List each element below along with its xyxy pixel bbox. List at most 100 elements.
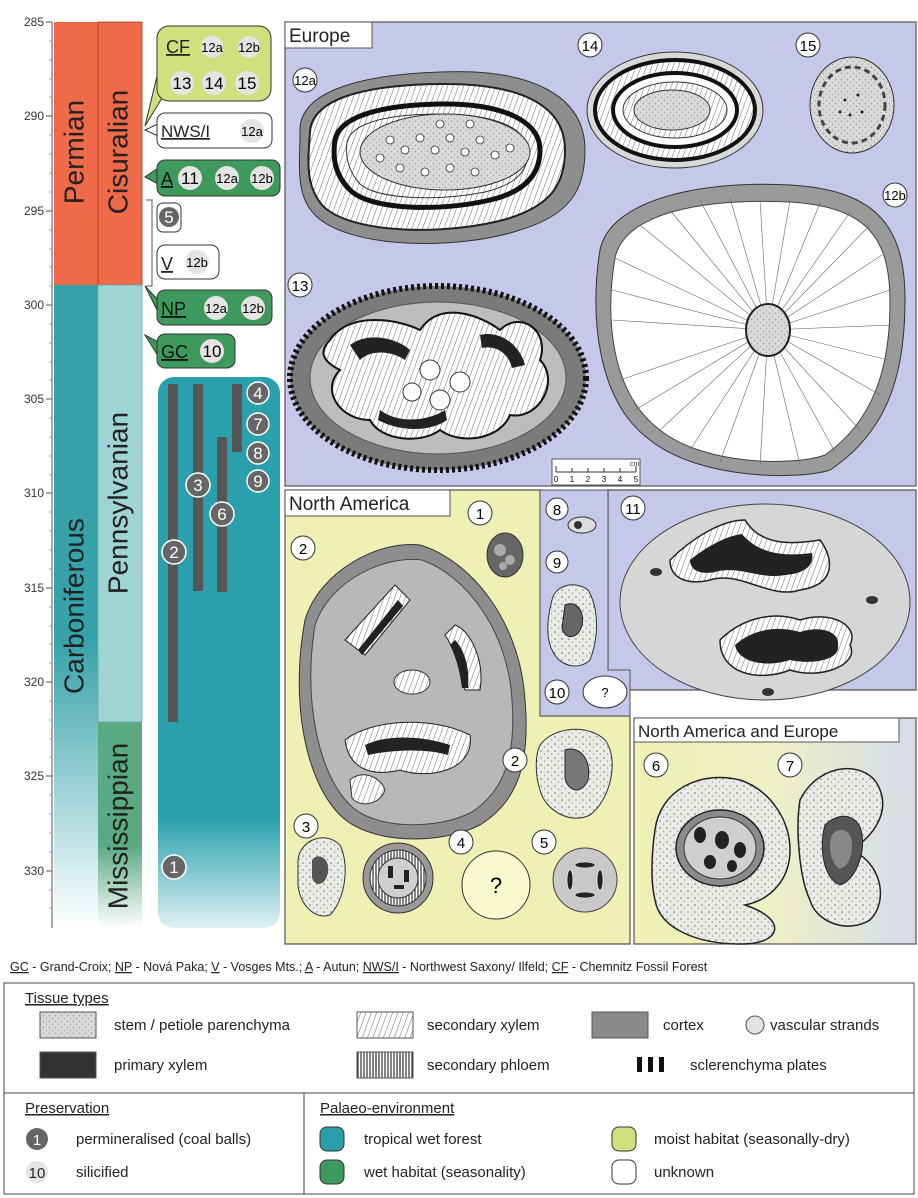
- specimen-5-drawing: [553, 848, 617, 912]
- specimen-15-drawing: [810, 57, 894, 153]
- legend-label: primary xylem: [114, 1057, 207, 1074]
- legend-label: unknown: [654, 1164, 714, 1181]
- legend: Tissue types stem / petiole parenchyma s…: [4, 983, 914, 1194]
- specimen-13-drawing: [290, 286, 586, 470]
- callout-cf: CF 12a 12b 13 14 15: [145, 26, 271, 126]
- specimen-12a-drawing: [299, 72, 585, 244]
- gc-abbr: GC: [161, 342, 188, 362]
- specimen-9-drawing: [548, 585, 597, 666]
- cf-specimen: 14: [205, 74, 224, 93]
- scale-bar: cm 0 1 2 3 4 5: [552, 459, 640, 485]
- svg-text:12a: 12a: [294, 73, 316, 88]
- tick-label: 295: [24, 204, 44, 218]
- a-specimen: 12b: [251, 171, 273, 186]
- callout-v: V 12b: [157, 245, 219, 279]
- legend-label: stem / petiole parenchyma: [114, 1017, 291, 1034]
- five-badge: 5: [164, 208, 173, 227]
- legend-badge: 10: [29, 1165, 46, 1182]
- legend-label: sclerenchyma plates: [690, 1057, 827, 1074]
- specimen-label-2b: 2: [503, 748, 527, 772]
- scale-tick: 1: [570, 475, 575, 484]
- callout-np: NP 12a 12b: [145, 286, 272, 325]
- specimen-label-6: 6: [644, 753, 668, 777]
- specimen-11-drawing: [608, 490, 916, 700]
- specimen-label-2: 2: [291, 536, 315, 560]
- europe-title: Europe: [289, 26, 350, 47]
- svg-text:15: 15: [800, 38, 817, 55]
- specimen-6-drawing: [652, 777, 790, 944]
- axis-tick-labels: 285 290 295 300 305 310 315 320 325 330: [24, 15, 44, 878]
- north-america-title: North America: [289, 494, 410, 515]
- carboniferous-label: Carboniferous: [58, 518, 89, 694]
- tick-label: 325: [24, 769, 44, 783]
- nws-specimen: 12a: [241, 124, 263, 139]
- callout-a: A 11 12a 12b: [145, 160, 280, 196]
- specimen-label-1: 1: [468, 501, 492, 525]
- tissue-types-title: Tissue types: [25, 990, 109, 1007]
- svg-text:10: 10: [549, 685, 566, 702]
- np-specimen: 12a: [205, 301, 227, 316]
- svg-text:14: 14: [582, 38, 599, 55]
- np-specimen: 12b: [242, 301, 264, 316]
- range-label-8: 8: [253, 444, 262, 463]
- legend-preservation-silicified: 10 silicified: [26, 1161, 129, 1183]
- time-axis: 285 290 295 300 305 310 315 320 325 330: [24, 15, 52, 928]
- range-label-7: 7: [253, 415, 262, 434]
- range-label-3: 3: [193, 476, 202, 495]
- a-abbr: A: [161, 169, 173, 189]
- cf-abbr: CF: [166, 37, 190, 57]
- nws-abbr: NWS/I: [161, 122, 210, 141]
- range-label-2: 2: [169, 543, 178, 562]
- specimen-label-5: 5: [532, 830, 556, 854]
- pennsylvanian-label: Pennsylvanian: [102, 412, 133, 594]
- na-europe-title: North America and Europe: [638, 722, 838, 741]
- legend-label: wet habitat (seasonality): [363, 1164, 526, 1181]
- tick-label: 290: [24, 109, 44, 123]
- svg-text:1: 1: [476, 506, 484, 523]
- callout-5: 5: [157, 203, 181, 232]
- legend-badge: 1: [33, 1132, 41, 1149]
- legend-label: cortex: [663, 1017, 704, 1034]
- svg-text:13: 13: [292, 278, 309, 295]
- epoch-column: Cisuralian Pennsylvanian Mississippian: [98, 22, 142, 928]
- specimen-8-drawing: [568, 517, 596, 533]
- scale-tick: 2: [586, 475, 591, 484]
- legend-label: moist habitat (seasonally-dry): [654, 1131, 850, 1148]
- range-bar-4: [232, 384, 242, 452]
- legend-label: silicified: [76, 1164, 129, 1181]
- specimen-label-12a: 12a: [293, 68, 317, 92]
- scale-tick: 5: [634, 475, 639, 484]
- legend-label: permineralised (coal balls): [76, 1131, 251, 1148]
- svg-text:2: 2: [511, 753, 519, 770]
- tick-label: 300: [24, 298, 44, 312]
- svg-text:7: 7: [786, 758, 794, 775]
- specimen-1-drawing: [487, 533, 523, 577]
- cf-specimen: 15: [238, 74, 257, 93]
- tick-label: 320: [24, 675, 44, 689]
- specimen-label-13: 13: [288, 273, 312, 297]
- range-column: 4 7 8 9 3 6 2 1: [158, 377, 280, 928]
- north-america-panel: North America 1 2: [285, 490, 630, 944]
- specimen-4-drawing: ?: [462, 851, 530, 919]
- specimen-label-7: 7: [778, 753, 802, 777]
- callout-bracket: [146, 200, 152, 286]
- tick-label: 315: [24, 581, 44, 595]
- range-label-9: 9: [253, 472, 262, 491]
- scale-tick: 0: [554, 475, 559, 484]
- mississippian-label: Mississippian: [102, 743, 133, 910]
- specimen-14-drawing: [587, 52, 763, 168]
- v-abbr: V: [161, 254, 173, 274]
- svg-text:8: 8: [553, 502, 561, 519]
- v-specimen: 12b: [186, 255, 208, 270]
- callout-nws: NWS/I 12a: [145, 113, 272, 148]
- a-specimen: 11: [181, 169, 199, 188]
- na-europe-panel: North America and Europe 6 7: [634, 718, 916, 944]
- svg-text:3: 3: [302, 819, 310, 836]
- specimen-label-9: 9: [546, 551, 568, 573]
- unknown-mark: ?: [490, 873, 502, 898]
- svg-text:5: 5: [540, 835, 548, 852]
- legend-label: secondary phloem: [427, 1057, 550, 1074]
- unknown-mark: ?: [601, 685, 608, 700]
- specimen-label-8: 8: [546, 498, 568, 520]
